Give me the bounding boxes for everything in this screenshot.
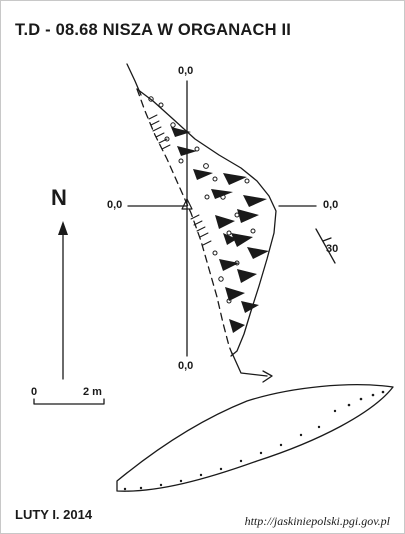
section-label-bottom: 0,0 <box>178 360 194 372</box>
dip-tick <box>322 237 332 242</box>
source-url[interactable]: http://jaskiniepolski.pgi.gov.pl <box>244 514 390 528</box>
cave-profile <box>116 384 394 492</box>
debris-triangles <box>171 127 269 333</box>
section-arrow-head <box>262 370 273 383</box>
profile-floor-texture <box>123 390 385 491</box>
cave-title: T.D - 08.68 NISZA W ORGANACH II <box>15 21 292 39</box>
rock-hatching <box>148 114 212 246</box>
scale-bar <box>33 398 105 405</box>
dip-value: 30 <box>326 243 339 255</box>
north-label: N <box>51 185 67 210</box>
entrance-marker <box>181 198 193 210</box>
scale-start-label: 0 <box>31 386 38 398</box>
cave-wall-right <box>136 88 277 357</box>
north-arrowhead <box>58 221 68 235</box>
section-arrow <box>231 352 268 377</box>
rubble-symbols <box>148 96 256 304</box>
section-label-top: 0,0 <box>178 65 194 77</box>
scale-end-label: 2 m <box>83 386 102 398</box>
cave-drip-line <box>136 88 234 357</box>
section-label-left: 0,0 <box>107 199 123 211</box>
section-label-right: 0,0 <box>323 199 339 211</box>
dip-strike-line <box>315 228 336 264</box>
survey-date: LUTY I. 2014 <box>15 507 93 522</box>
